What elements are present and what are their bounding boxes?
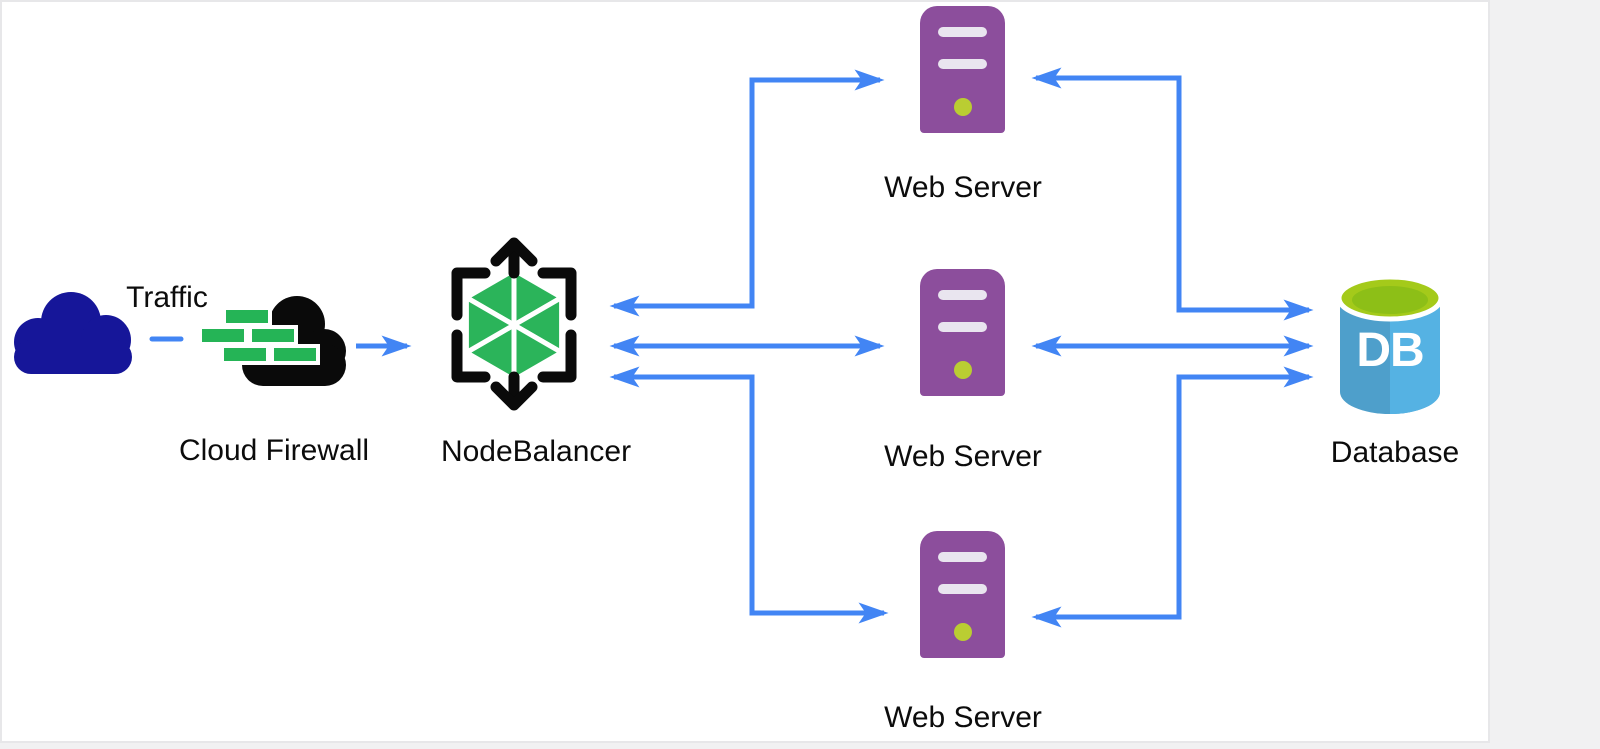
cloud-icon [14,292,132,374]
server-tower-icon [920,6,1005,133]
server-tower-icon [920,531,1005,658]
server-slot [938,59,987,69]
db-badge-text: DB [1356,324,1423,377]
nodebalancer-label: NodeBalancer [440,435,632,468]
firewall-label: Cloud Firewall [178,434,370,467]
server-slot [938,27,987,37]
nodebalancer-hexagon-icon [451,237,577,411]
server-slot [938,584,987,594]
edge-webserver-top-database [1031,67,1314,321]
server-led [954,361,972,379]
server-led [954,623,972,641]
firewall-brick-cloud-icon [198,296,346,386]
database-label: Database [1330,436,1460,469]
database-cylinder-icon: DB [1338,274,1442,414]
server-led [954,98,972,116]
edge-nodebalancer-webserver-bottom [609,366,889,624]
server-tower-icon [920,269,1005,396]
webserver-middle-label: Web Server [884,440,1042,473]
edge-webserver-bottom-database [1031,366,1314,628]
webserver-bottom-label: Web Server [884,701,1042,734]
server-slot [938,290,987,300]
server-slot [938,322,987,332]
webserver-top-label: Web Server [884,171,1042,204]
traffic-label: Traffic [126,281,208,314]
edge-nodebalancer-webserver-top [609,69,885,317]
server-slot [938,552,987,562]
